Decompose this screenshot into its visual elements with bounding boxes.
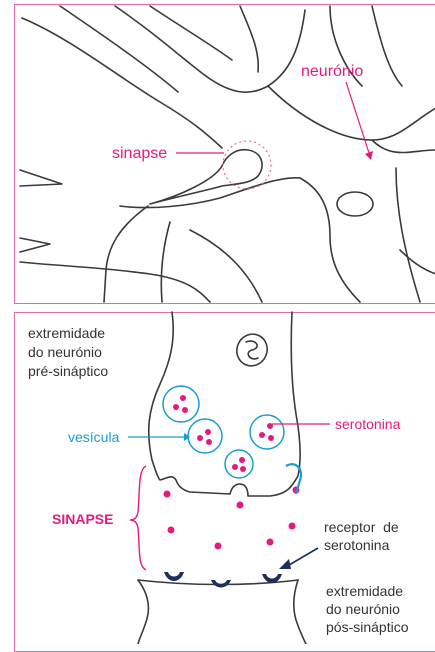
presynaptic-label-line: do neurónio: [28, 343, 108, 362]
dendrite-left-1: [20, 170, 62, 186]
dendrite-lower-right: [396, 168, 420, 302]
receptor-label: receptor de serotonina: [324, 518, 399, 554]
postsynaptic-label-line: do neurónio: [326, 600, 409, 618]
neuron-drawing: [0, 0, 435, 304]
dendrite-lower-mid: [104, 206, 148, 302]
dendrite-lower-mid-3: [190, 230, 262, 302]
vesicle-label: vesícula: [68, 429, 119, 446]
presynaptic-label-line: pré-sináptico: [28, 362, 108, 381]
presynaptic-label: extremidade do neurónio pré-sináptico: [28, 324, 108, 381]
dendrite-upper-left: [22, 18, 222, 148]
neuron-pointer-arrow: [346, 82, 370, 156]
dendrite-right: [372, 140, 435, 153]
dendrite-lower-mid-2: [161, 222, 170, 302]
postsynaptic-label-line: pós-sináptico: [326, 618, 409, 636]
synapse-caps-label: SINAPSE: [52, 511, 113, 528]
cell-body-top: [268, 86, 435, 140]
dendrite-left-2: [20, 238, 50, 252]
dendrite-left-3: [20, 262, 210, 302]
dendrite-upper-mid-3: [240, 6, 258, 72]
presynaptic-label-line: extremidade: [28, 324, 108, 343]
receptor-label-line: receptor de: [324, 518, 399, 536]
dendrite-upper-right-2: [372, 6, 402, 86]
cell-body-bottom: [300, 178, 360, 302]
serotonin-label: serotonina: [335, 416, 400, 433]
axon: [120, 178, 300, 208]
dendrite-upper-mid: [115, 6, 305, 92]
dendrite-upper-left-2: [60, 6, 178, 92]
postsynaptic-label: extremidade do neurónio pós-sináptico: [326, 582, 409, 636]
postsynaptic-label-line: extremidade: [326, 582, 409, 600]
receptor-label-line: serotonina: [324, 536, 399, 554]
dendrite-upper-mid-2: [150, 6, 232, 60]
neuron-label: neurónio: [301, 63, 363, 80]
synapse-label: sinapse: [112, 145, 167, 162]
dendrite-lower-right-2: [400, 250, 435, 274]
nucleus: [337, 192, 373, 216]
